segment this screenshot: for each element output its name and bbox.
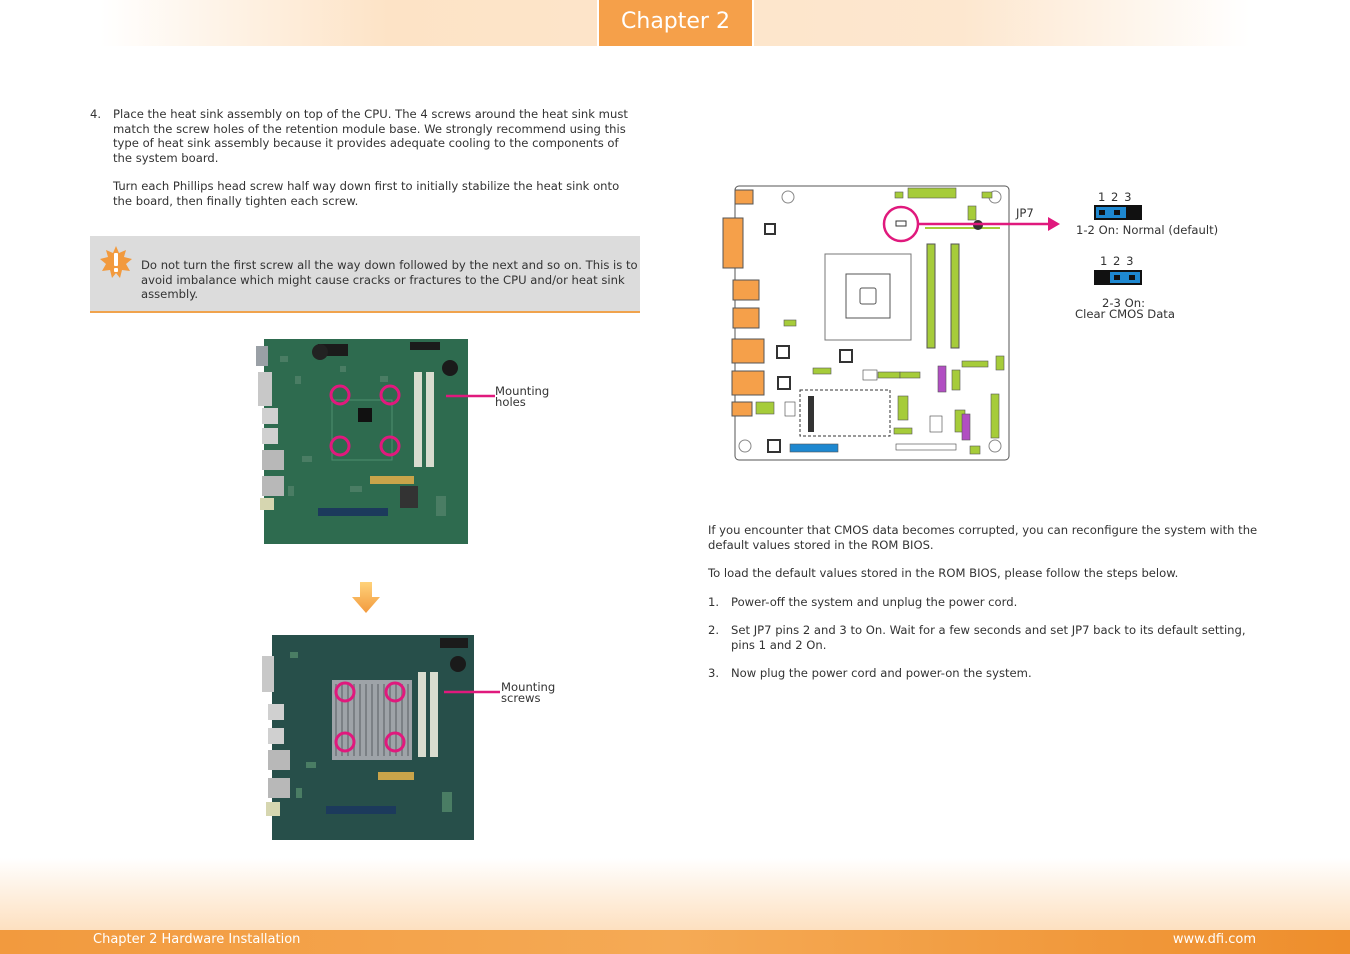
footer-chapter-title: Chapter 2 Hardware Installation xyxy=(93,932,301,947)
step-4: 4. Place the heat sink assembly on top o… xyxy=(90,107,638,222)
footer-bar: Chapter 2 Hardware Installation www.dfi.… xyxy=(0,930,1350,954)
mounting-screw-marker xyxy=(334,731,356,753)
mounting-screw-marker xyxy=(384,681,406,703)
jumper-clear-cmos-icon xyxy=(1094,270,1142,285)
jumper-caption-2a: 2-3 On: xyxy=(1102,296,1146,310)
dimm-slot xyxy=(926,243,936,349)
instruction-step: 1. Power-off the system and unplug the p… xyxy=(708,594,1018,609)
callout-arrowhead xyxy=(1048,217,1060,231)
jumper-caption-1: 1-2 On: Normal (default) xyxy=(1076,223,1219,237)
instructions-intro: If you encounter that CMOS data becomes … xyxy=(708,523,1258,552)
jumper-default-icon xyxy=(1094,205,1142,220)
footer-website-link[interactable]: www.dfi.com xyxy=(1172,932,1256,947)
mounting-hole-marker xyxy=(329,384,351,406)
step-4-paragraph-2: Turn each Phillips head screw half way d… xyxy=(113,179,620,208)
board-layout-diagram xyxy=(722,185,1060,461)
board-screws-figure xyxy=(262,635,500,840)
dimm-slot xyxy=(950,243,960,349)
mounting-hole-marker xyxy=(379,384,401,406)
jumper-pins-1: 1 2 3 xyxy=(1098,190,1133,204)
jumper-caption-2b: Clear CMOS Data xyxy=(1075,307,1175,321)
mounting-hole-marker xyxy=(379,435,401,457)
caution-text: Do not turn the first screw all the way … xyxy=(141,258,638,301)
cmos-instructions: If you encounter that CMOS data becomes … xyxy=(708,523,1260,695)
mounting-screw-marker xyxy=(334,681,356,703)
chapter-tab: Chapter 2 xyxy=(597,0,754,46)
jp7-label: JP7 xyxy=(1016,206,1034,220)
mounting-screw-marker xyxy=(384,731,406,753)
down-arrow-icon xyxy=(352,582,380,613)
board-holes-figure xyxy=(256,339,495,544)
mounting-screws-label: Mounting screws xyxy=(501,680,556,705)
mounting-hole-marker xyxy=(329,435,351,457)
jumper-pins-2: 1 2 3 xyxy=(1100,254,1135,268)
instructions-lead: To load the default values stored in the… xyxy=(708,566,1179,580)
mounting-holes-label: Mounting holes xyxy=(495,384,550,409)
step-number: 4. xyxy=(90,107,102,121)
instruction-step: 3. Now plug the power cord and power-on … xyxy=(708,666,1032,680)
step-4-paragraph-1: Place the heat sink assembly on top of t… xyxy=(113,107,628,165)
caution-box: Do not turn the first screw all the way … xyxy=(90,236,640,313)
instruction-step: 2. Set JP7 pins 2 and 3 to On. Wait for … xyxy=(708,623,1246,652)
warning-icon xyxy=(100,246,132,278)
footer-glow xyxy=(0,858,1350,930)
